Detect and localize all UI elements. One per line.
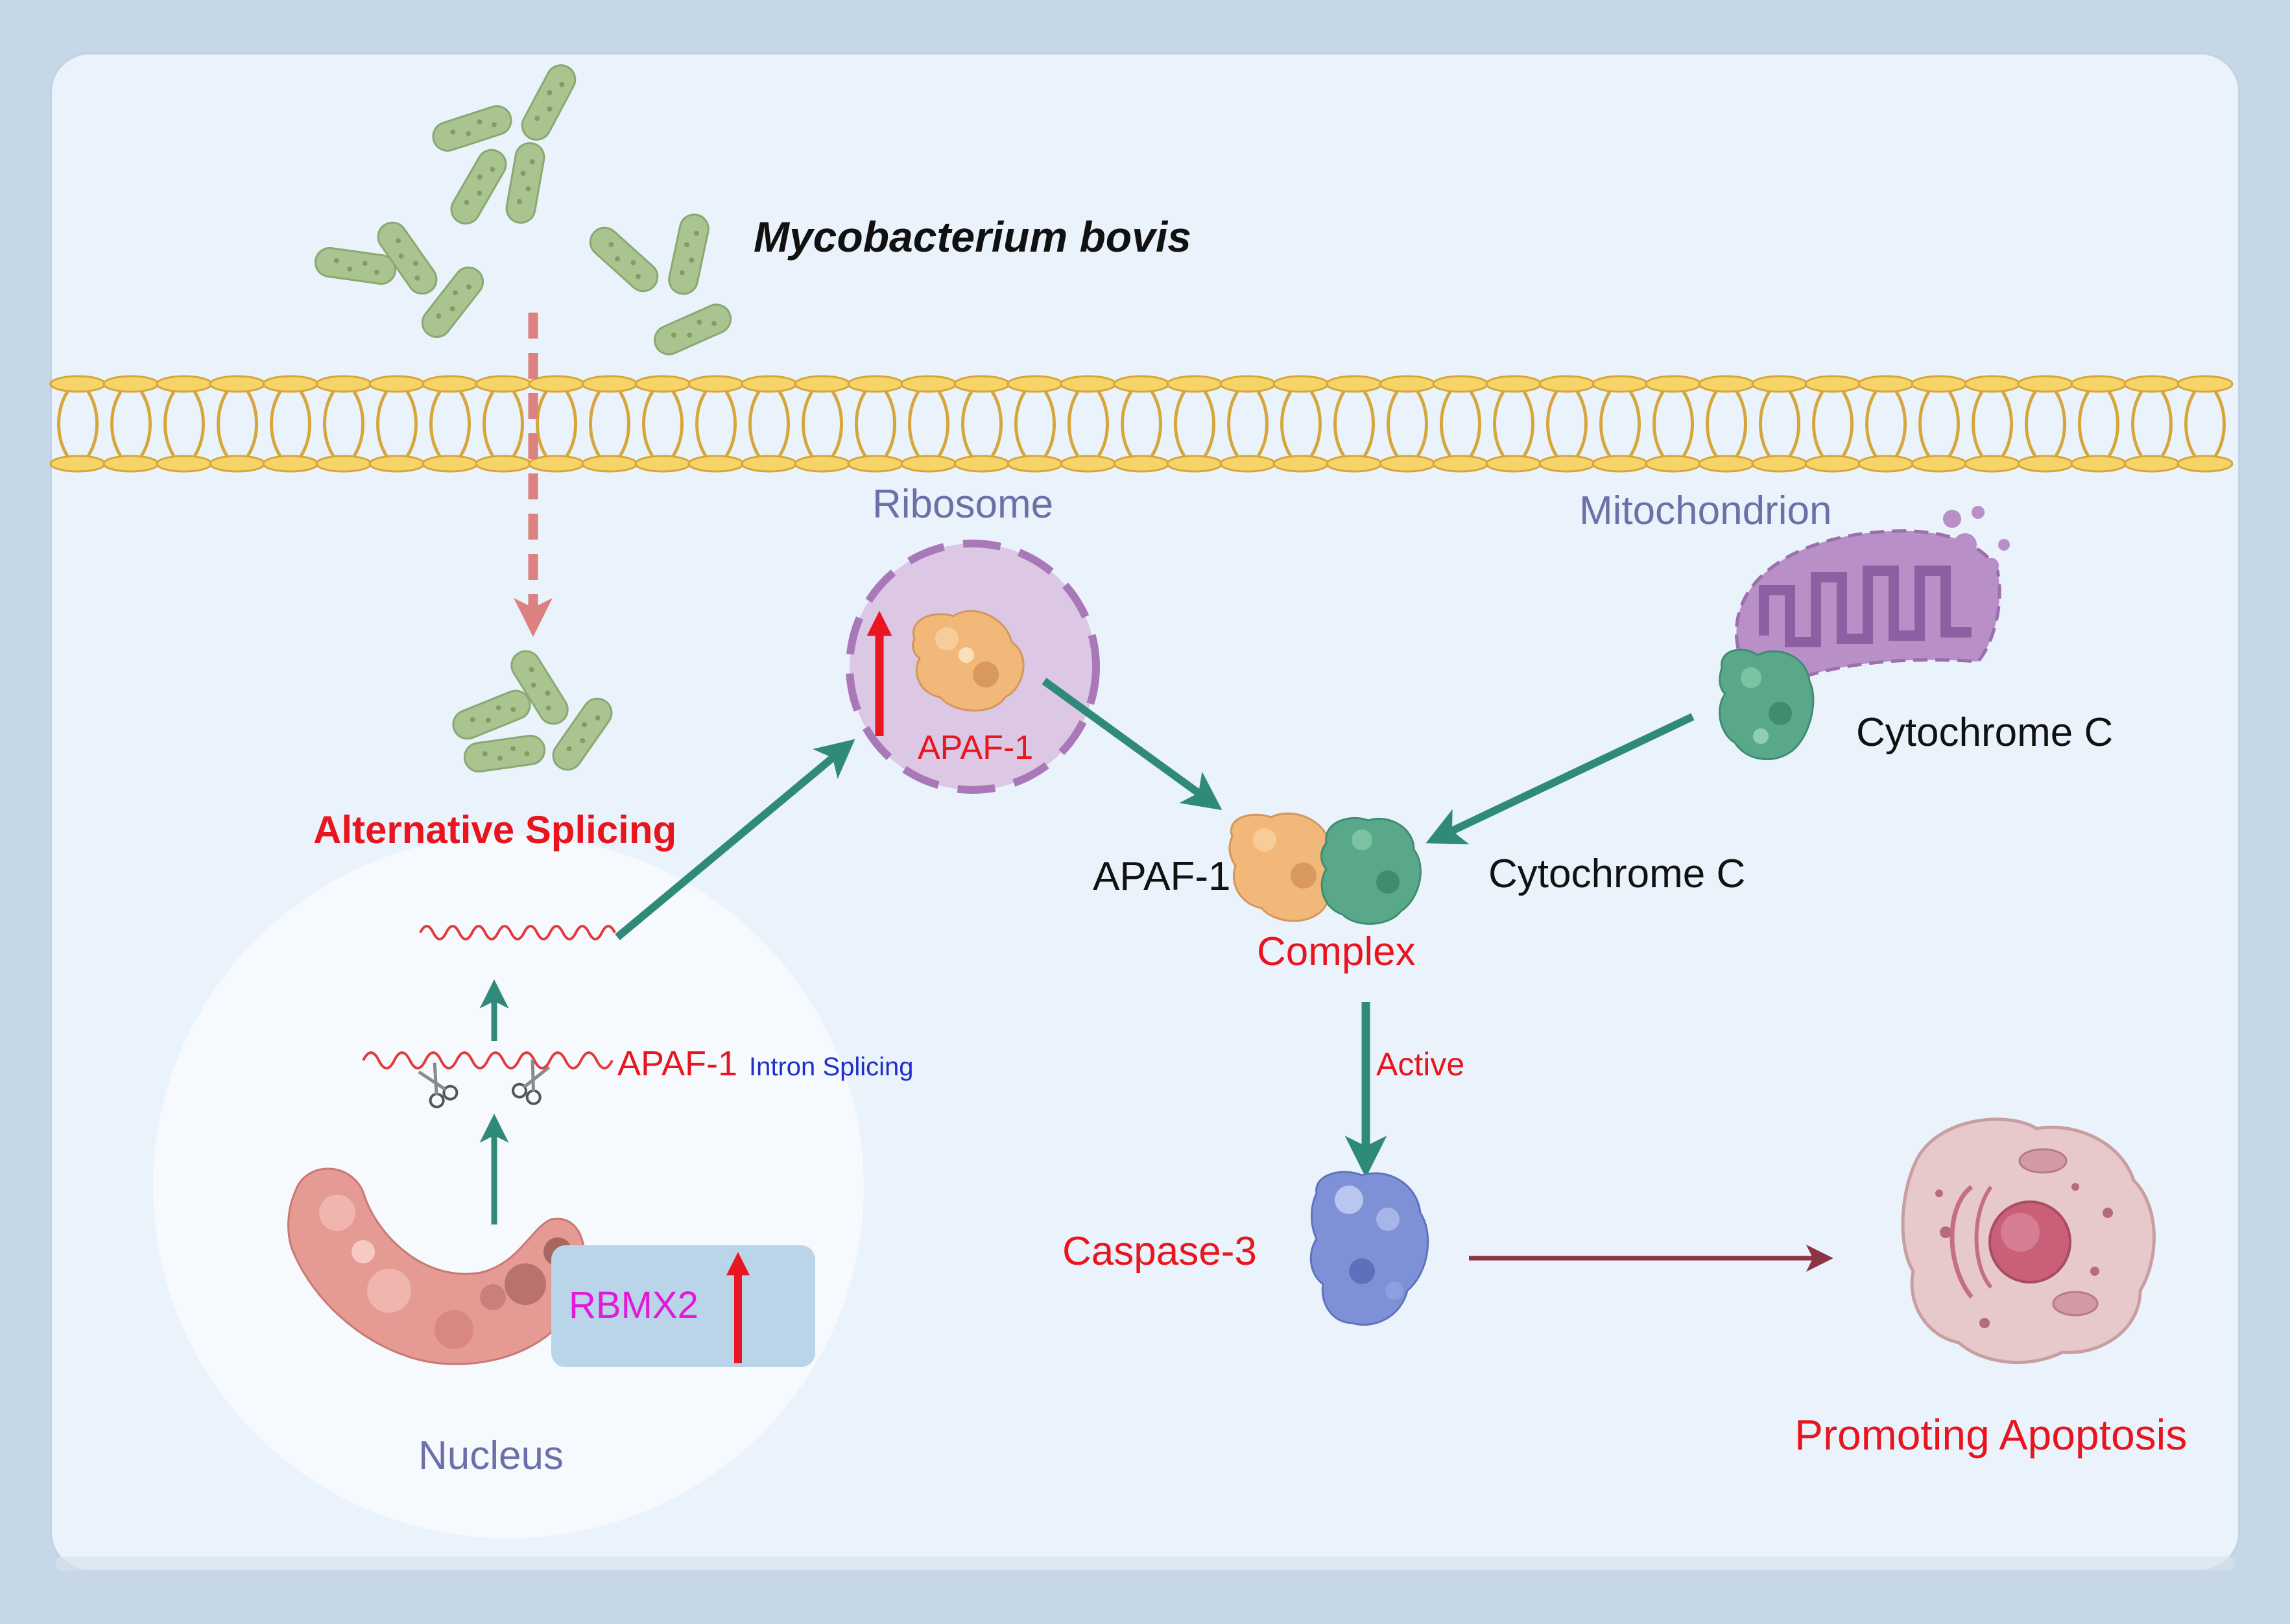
pre-mrna-icon	[362, 1051, 614, 1069]
complex-apaf1-label: APAF-1	[1093, 854, 1230, 899]
intron-splicing-label: Intron Splicing	[749, 1053, 913, 1081]
caspase-3-label: Caspase-3	[1062, 1229, 1257, 1274]
cytochrome-c-protein-icon	[1719, 649, 1815, 761]
apoptotic-cell-icon	[1901, 1117, 2156, 1365]
pathogen-label: Mycobacterium bovis	[754, 213, 1191, 261]
mito-to-complex-arrow	[1425, 713, 1695, 844]
mrna-icon	[419, 925, 616, 940]
scissors-icon	[418, 1062, 459, 1108]
active-label: Active	[1376, 1046, 1464, 1082]
mrna-to-ribosome-arrow	[615, 739, 855, 940]
rbmx2-box	[551, 1245, 815, 1367]
apaf1-mrna-label: APAF-1	[617, 1044, 737, 1083]
scissors-icon	[511, 1059, 551, 1105]
apaf1-protein-icon	[912, 610, 1025, 712]
nucleus-label: Nucleus	[418, 1433, 564, 1478]
ribosome-to-complex-arrow	[1042, 678, 1223, 811]
complex-cytochrome-c-label: Cytochrome C	[1488, 852, 1745, 896]
mitochondrion-label: Mitochondrion	[1579, 488, 1831, 533]
alternative-splicing-label: Alternative Splicing	[313, 808, 676, 852]
cytochrome-c-mito-label: Cytochrome C	[1856, 710, 2113, 755]
ribosome-apaf1-label: APAF-1	[918, 729, 1033, 767]
caspase-3-protein-icon	[1309, 1171, 1429, 1326]
ribosome-label: Ribosome	[872, 482, 1053, 527]
complex-icon	[1228, 812, 1422, 925]
promoting-apoptosis-label: Promoting Apoptosis	[1795, 1411, 2187, 1459]
rbmx2-label: RBMX2	[569, 1284, 698, 1326]
complex-label: Complex	[1257, 929, 1416, 974]
